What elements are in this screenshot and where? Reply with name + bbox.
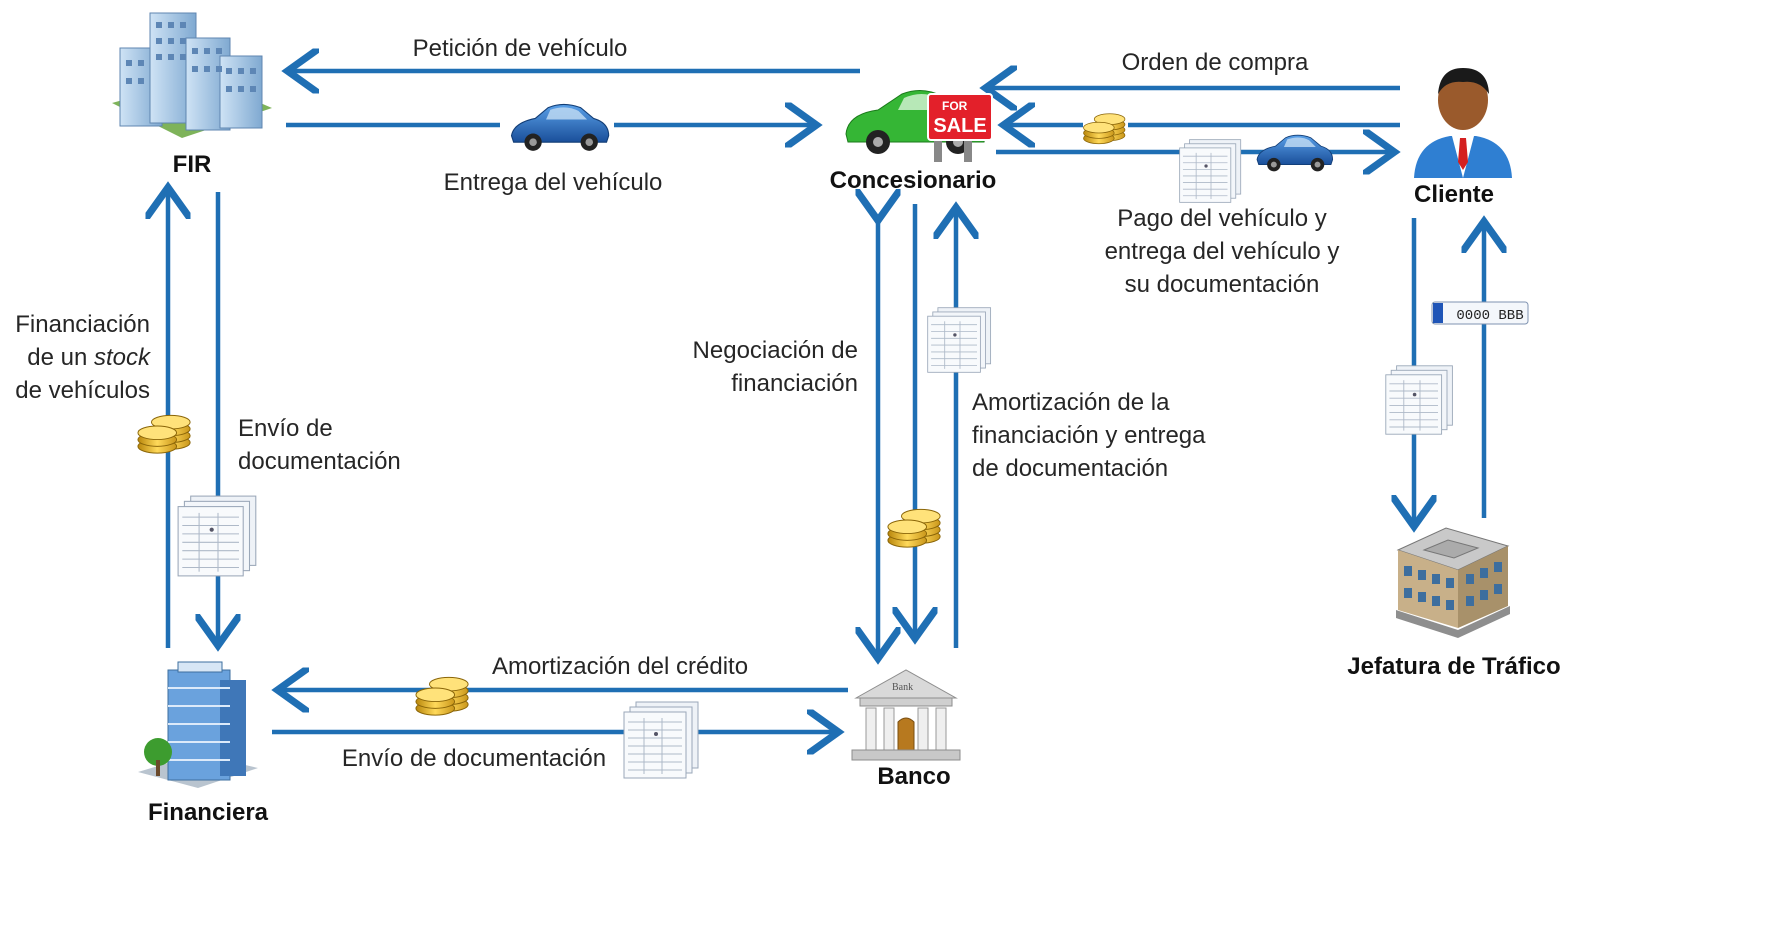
label-envio-left-line1: Envío de bbox=[238, 415, 333, 442]
label-envio-doc-left: Envío de documentación bbox=[238, 415, 401, 475]
label-envio-doc-bottom: Envío de documentación bbox=[342, 745, 606, 772]
label-peticion: Petición de vehículo bbox=[413, 35, 628, 62]
coins-icon-financiacion-stock bbox=[137, 414, 191, 454]
flow-arrows bbox=[168, 71, 1484, 732]
car-for-sale-icon: FOR SALE bbox=[845, 90, 993, 162]
node-label-fir: FIR bbox=[173, 151, 212, 178]
label-amortizacion-fin-line3: de documentación bbox=[972, 455, 1168, 482]
label-negociacion-line2: financiación bbox=[731, 370, 858, 397]
label-negociacion-line1: Negociación de bbox=[693, 337, 858, 364]
node-label-concesionario: Concesionario bbox=[830, 167, 997, 194]
label-financiacion-stock: Financiación de un stock de vehículos bbox=[15, 311, 152, 404]
label-financiacion-line1: Financiación bbox=[15, 311, 150, 338]
car-icon-cliente bbox=[1256, 134, 1334, 172]
label-negociacion: Negociación de financiación bbox=[693, 337, 858, 397]
documents-icon-amortizacion-fin bbox=[927, 307, 992, 373]
label-pago-line3: su documentación bbox=[1125, 271, 1320, 298]
label-financiacion-line2: de un stock bbox=[27, 344, 152, 371]
office-tower-icon bbox=[138, 661, 258, 788]
label-orden: Orden de compra bbox=[1122, 49, 1309, 76]
documents-icon-cliente bbox=[1179, 139, 1242, 203]
government-building-icon bbox=[1396, 527, 1510, 638]
bank-sign: Bank bbox=[892, 682, 913, 693]
label-amortizacion-fin-line2: financiación y entrega bbox=[972, 422, 1206, 449]
documents-icon-jefatura bbox=[1385, 365, 1453, 435]
node-label-financiera: Financiera bbox=[148, 799, 269, 826]
label-pago-line2: entrega del vehículo y bbox=[1105, 238, 1340, 265]
label-amortizacion-credito: Amortización del crédito bbox=[492, 653, 748, 680]
coins-icon-amortizacion-credito bbox=[415, 676, 469, 716]
label-amortizacion-fin: Amortización de la financiación y entreg… bbox=[972, 389, 1206, 482]
label-entrega: Entrega del vehículo bbox=[444, 169, 663, 196]
coins-icon-negociacion bbox=[887, 508, 941, 548]
for-sale-sign-line1: FOR bbox=[942, 99, 968, 113]
for-sale-sign-line2: SALE bbox=[933, 115, 986, 137]
label-financiacion-line2-em: stock bbox=[94, 344, 152, 371]
person-icon bbox=[1414, 68, 1512, 178]
documents-icon-envio-bottom bbox=[623, 701, 699, 779]
documents-icon-envio-left bbox=[177, 495, 257, 577]
label-financiacion-line3: de vehículos bbox=[15, 377, 150, 404]
bank-icon: Bank bbox=[851, 669, 961, 761]
label-pago: Pago del vehículo y entrega del vehículo… bbox=[1105, 205, 1340, 298]
license-plate-text: 0000 BBB bbox=[1456, 308, 1523, 324]
label-financiacion-line2-pre: de un bbox=[27, 344, 94, 371]
node-label-banco: Banco bbox=[877, 763, 950, 790]
license-plate-icon: 0000 BBB bbox=[1431, 301, 1529, 325]
label-amortizacion-fin-line1: Amortización de la bbox=[972, 389, 1170, 416]
coins-icon-pago bbox=[1083, 113, 1126, 145]
car-icon-entrega bbox=[510, 103, 610, 152]
office-buildings-icon bbox=[112, 12, 272, 138]
label-envio-left-line2: documentación bbox=[238, 448, 401, 475]
node-label-cliente: Cliente bbox=[1414, 181, 1494, 208]
node-label-jefatura: Jefatura de Tráfico bbox=[1347, 653, 1560, 680]
label-pago-line1: Pago del vehículo y bbox=[1117, 205, 1326, 232]
